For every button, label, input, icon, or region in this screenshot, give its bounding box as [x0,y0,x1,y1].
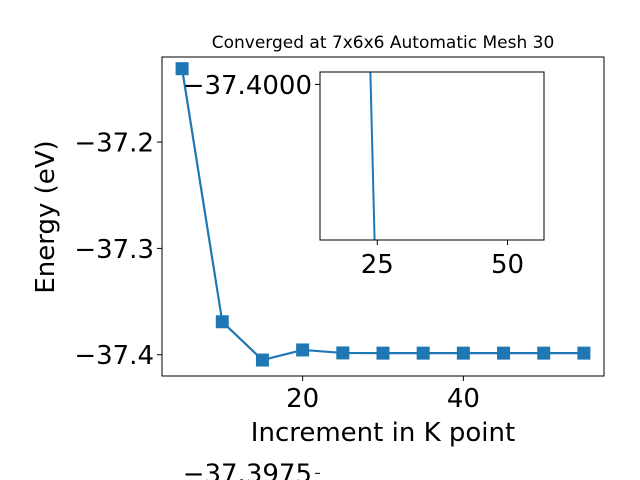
main-data-point [416,346,430,360]
main-x-tick-label: 40 [447,384,480,414]
main-x-axis-label: Increment in K point [251,418,515,448]
main-y-tick-label: −37.4 [74,341,154,371]
main-plot-area [175,62,591,367]
inset-y-tick-label: −37.4000 [183,71,312,101]
inset-x-tick-label: 25 [361,250,394,280]
main-data-point [215,315,229,329]
inset-y-tick-label: −37.3975 [183,460,312,480]
main-data-point [456,346,470,360]
main-data-point [577,346,591,360]
inset-x-tick-label: 50 [491,250,524,280]
main-chart-title: Converged at 7x6x6 Automatic Mesh 30 [212,33,555,53]
inset-y-axis-ticks: −37.4000 −37.3975 [183,71,320,480]
main-y-axis-label: Energy (eV) [31,140,61,293]
main-data-point [497,346,511,360]
main-data-point [296,343,310,357]
main-plot-frame [161,56,605,377]
main-data-point [175,62,189,76]
main-y-tick-label: −37.2 [74,128,154,158]
main-data-point [336,346,350,360]
inset-background [320,72,544,240]
main-data-point [255,353,269,367]
main-x-tick-label: 20 [286,384,319,414]
inset-plot-frame [319,71,545,241]
main-data-point [376,346,390,360]
main-y-axis-ticks: −37.2 −37.3 −37.4 [74,128,162,371]
main-y-tick-label: −37.3 [74,235,154,265]
inset-x-axis-ticks: 25 50 [361,240,524,280]
inset-chart: 25 50 −37.4000 −37.3975 [183,71,545,480]
main-data-point [537,346,551,360]
